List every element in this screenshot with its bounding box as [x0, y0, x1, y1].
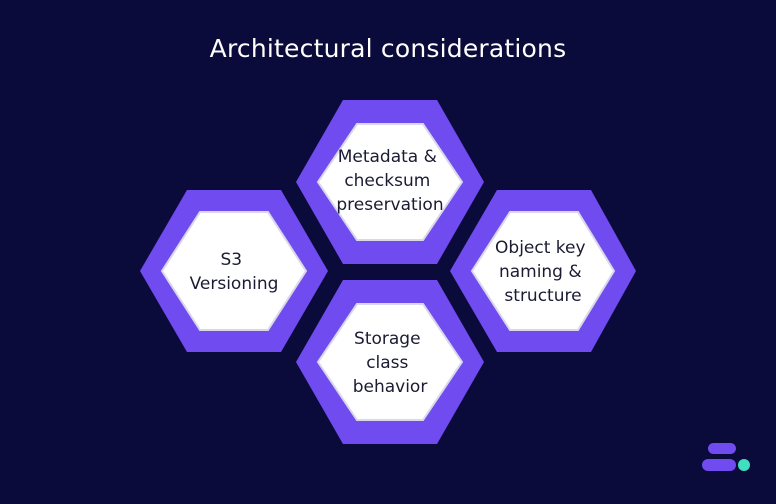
logo-bar-top [708, 443, 736, 454]
hexagon-metadata: Metadata & checksum preservation [296, 100, 484, 264]
hexagon-metadata-line-2: checksum [344, 171, 430, 191]
logo-dot [738, 459, 750, 471]
hexagon-versioning: S3 Versioning [140, 190, 328, 352]
hexagon-metadata-line-1: Metadata & [338, 147, 437, 167]
hexagon-storage-class-line-2: class [366, 353, 408, 373]
svg-text:S3 Versioning: S3 Versioning [190, 250, 279, 294]
hexagon-object-key-line-3: structure [504, 286, 581, 306]
hexagon-storage-class: Storage class behavior [296, 280, 484, 444]
svg-text:Storage class beha: Storage class behavior [353, 329, 428, 397]
hexagon-object-key-line-2: naming & [499, 262, 582, 282]
hexagon-object-key-line-1: Object key [495, 238, 586, 258]
hexagon-storage-class-line-1: Storage [354, 329, 421, 349]
logo-bar-bottom [702, 459, 736, 471]
hexagon-storage-class-line-3: behavior [353, 377, 428, 397]
brand-logo-icon [700, 440, 756, 476]
svg-text:Object key naming &: Object key naming & structure [495, 238, 591, 306]
hexagon-metadata-line-3: preservation [336, 195, 443, 215]
hexagon-object-key: Object key naming & structure [450, 190, 636, 352]
svg-text:Metadata & checksum: Metadata & checksum preservation [336, 147, 443, 215]
hexagon-versioning-line-1: S3 [220, 250, 242, 270]
hexagon-versioning-line-2: Versioning [190, 274, 279, 294]
page-title: Architectural considerations [209, 34, 567, 63]
